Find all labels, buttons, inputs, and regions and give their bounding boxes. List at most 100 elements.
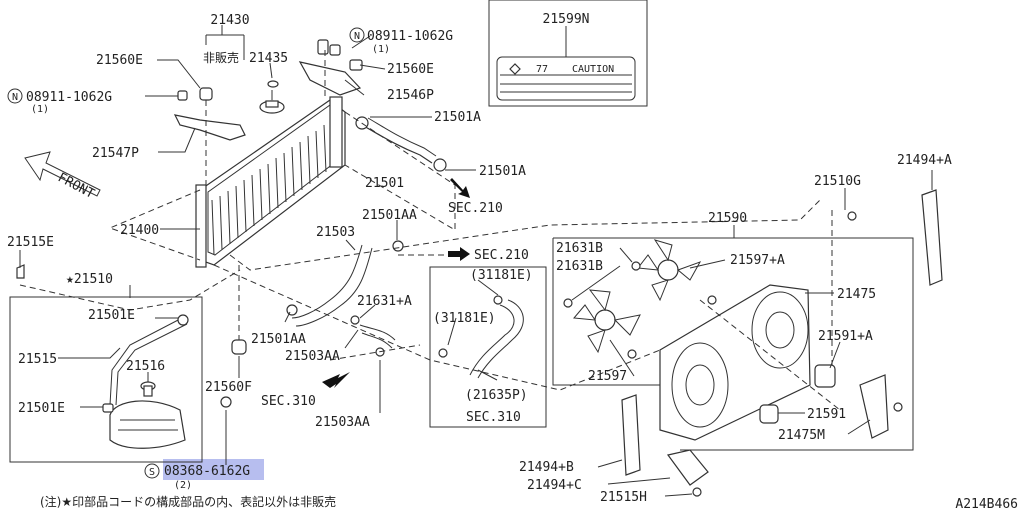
upper-hose[interactable] <box>355 116 447 172</box>
label-21591: 21591 <box>807 407 846 422</box>
arrow-sec310-left <box>322 372 350 388</box>
label-21501: 21501 <box>365 176 404 191</box>
label-21501a-lower: 21501A <box>479 164 526 179</box>
air-guide-c[interactable] <box>666 449 709 486</box>
reservoir-bracket[interactable] <box>16 264 25 279</box>
label-21590: 21590 <box>708 211 747 226</box>
label-21430: 21430 <box>210 13 249 28</box>
label-21515: 21515 <box>18 352 57 367</box>
label-21546p: 21546P <box>387 88 434 103</box>
radiator[interactable] <box>195 96 346 268</box>
caution-label-frame <box>488 0 648 107</box>
label-21631b-lower: 21631B <box>556 259 603 274</box>
part-number-highlight <box>163 459 264 480</box>
label-21515h: 21515H <box>600 490 647 505</box>
arrow-sec210-upper <box>450 178 470 198</box>
fan-motor-left[interactable] <box>759 404 779 424</box>
symbol-n-left-letter: N <box>12 92 18 103</box>
label-21510g: 21510G <box>814 174 861 189</box>
label-hanbai: 非販売 <box>203 50 239 65</box>
radiator-cap[interactable] <box>259 80 285 114</box>
bolt-08368[interactable] <box>220 396 232 408</box>
atf-hose[interactable] <box>438 295 524 379</box>
label-21560e-right: 21560E <box>387 62 434 77</box>
oil-cooler-hose[interactable] <box>350 315 396 357</box>
label-31181e-lower: (31181E) <box>433 311 496 326</box>
label-21494c: 21494+C <box>527 478 582 493</box>
label-08368-6162g[interactable]: 08368-6162G <box>164 464 250 479</box>
label-front: FRONT <box>55 170 97 202</box>
label-21510: ★21510 <box>66 272 113 287</box>
symbol-s-letter: S <box>149 467 155 478</box>
group-box-21590 <box>553 237 914 451</box>
label-21631b-upper: 21631B <box>556 241 603 256</box>
caution-label <box>496 56 636 101</box>
label-21503: 21503 <box>316 225 355 240</box>
label-08911-left-qty: (1) <box>31 104 49 115</box>
label-21516: 21516 <box>126 359 165 374</box>
fan-blade-lower[interactable] <box>573 289 641 354</box>
label-21547p: 21547P <box>92 146 139 161</box>
air-guide-a[interactable] <box>921 189 943 286</box>
label-21435: 21435 <box>249 51 288 66</box>
mount-bracket-left[interactable] <box>173 87 246 141</box>
fan-bolts[interactable] <box>563 211 903 412</box>
label-21501e-lower: 21501E <box>18 401 65 416</box>
symbol-s <box>144 463 160 479</box>
caution-symbol-icon <box>509 63 521 75</box>
symbol-n-top <box>349 27 365 43</box>
label-21597: 21597 <box>588 369 627 384</box>
label-08911-top: 08911-1062G <box>367 29 453 44</box>
label-21501a-upper: 21501A <box>434 110 481 125</box>
label-21515e: 21515E <box>7 235 54 250</box>
label-21560e-left: 21560E <box>96 53 143 68</box>
lower-mount-rubber[interactable] <box>231 339 247 355</box>
label-21475: 21475 <box>837 287 876 302</box>
fan-bracket-right[interactable] <box>859 374 889 439</box>
front-arrow-icon <box>24 151 101 197</box>
label-21501aa-upper: 21501AA <box>362 208 417 223</box>
label-21503aa-upper: 21503AA <box>285 349 340 364</box>
label-08911-top-qty: (1) <box>372 44 390 55</box>
label-21503aa-lower: 21503AA <box>315 415 370 430</box>
label-21635p: (21635P) <box>465 388 528 403</box>
air-guide-b[interactable] <box>621 394 641 476</box>
lower-hose[interactable] <box>286 240 404 327</box>
label-21400: 21400 <box>120 223 159 238</box>
label-sec310-box[interactable]: SEC.310 <box>466 410 521 425</box>
label-21494a: 21494+A <box>897 153 952 168</box>
label-21591a: 21591+A <box>818 329 873 344</box>
reservoir-tank[interactable] <box>109 381 186 449</box>
label-sec210-upper[interactable]: SEC.210 <box>448 201 503 216</box>
group-box-21510 <box>9 296 203 463</box>
fan-blade-upper[interactable] <box>637 239 702 302</box>
caution-text: CAUTION <box>572 64 614 75</box>
label-31181e-upper: (31181E) <box>470 268 533 283</box>
symbol-n-top-letter: N <box>354 31 360 42</box>
fan-shroud[interactable] <box>659 284 811 441</box>
group-box-atf <box>429 266 547 428</box>
label-21599n: 21599N <box>543 12 590 27</box>
clip-21515h[interactable] <box>692 487 702 497</box>
reservoir-hose[interactable] <box>109 314 189 406</box>
label-08368-qty: (2) <box>174 480 192 491</box>
clamp-21501e-lower[interactable] <box>102 403 114 413</box>
label-21597a: 21597+A <box>730 253 785 268</box>
arrow-sec210-mid <box>448 247 470 261</box>
label-sec310-left[interactable]: SEC.310 <box>261 394 316 409</box>
label-21501e-upper: 21501E <box>88 308 135 323</box>
symbol-n-left <box>7 88 23 104</box>
label-08911-left: 08911-1062G <box>26 90 112 105</box>
label-21501aa-lower: 21501AA <box>251 332 306 347</box>
fan-motor-right[interactable] <box>814 364 836 388</box>
mount-bracket-right[interactable] <box>298 39 363 96</box>
caution-number: 77 <box>536 64 548 75</box>
label-sec210-mid[interactable]: SEC.210 <box>474 248 529 263</box>
label-21475m: 21475M <box>778 428 825 443</box>
label-21494b: 21494+B <box>519 460 574 475</box>
label-21560f: 21560F <box>205 380 252 395</box>
diagram-id: A214B466 <box>955 497 1018 511</box>
label-21631a-left: 21631+A <box>357 294 412 309</box>
footnote: (注)★印部品コードの構成部品の内、表記以外は非販売 <box>40 494 336 509</box>
